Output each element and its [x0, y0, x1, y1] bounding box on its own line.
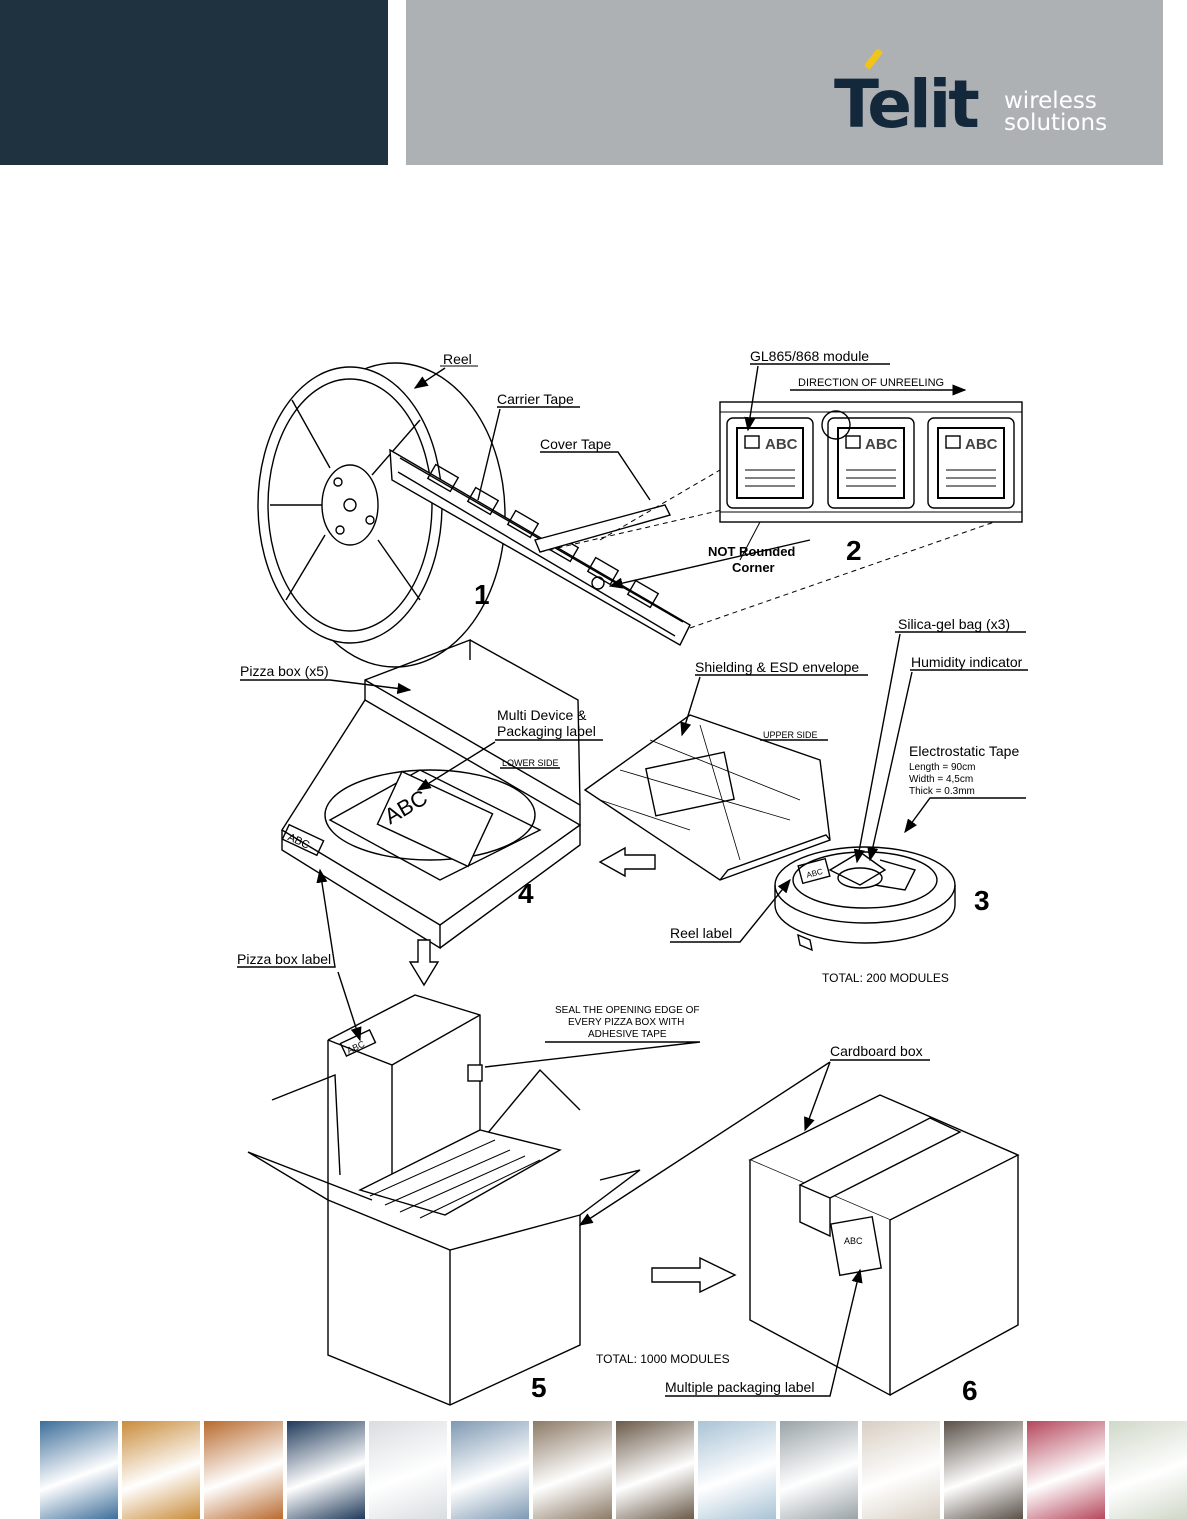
packaging-diagram: Reel Carrier Tape Cover Tape GL865/868 m… [237, 348, 1028, 1406]
arrow-down [408, 939, 440, 987]
reel-drawing [257, 362, 506, 668]
label-multi-label-2: Packaging label [497, 723, 596, 739]
label-multi-pack: Multiple packaging label [665, 1379, 814, 1395]
cyclist-photo [451, 1421, 530, 1519]
label-cover-tape: Cover Tape [540, 436, 612, 452]
shopping-street-photo [944, 1421, 1023, 1519]
label-lower-side: LOWER SIDE [502, 758, 559, 768]
step-number-3: 3 [974, 885, 990, 916]
abc-mark-tape-3: ABC [965, 436, 998, 453]
not-rounded-pointer [739, 521, 761, 561]
step-number-5: 5 [531, 1372, 547, 1403]
freight-train-photo [204, 1421, 283, 1519]
closed-cardboard-box-drawing [748, 1094, 1020, 1397]
wind-turbines-photo [697, 1421, 776, 1519]
security-sensor-photo [862, 1421, 941, 1519]
label-reel-label: Reel label [670, 925, 732, 941]
step-number-1: 1 [474, 579, 490, 610]
label-not-rounded-1: NOT Rounded [708, 544, 795, 559]
emergency-phone-photo [122, 1421, 201, 1519]
label-reel: Reel [443, 351, 472, 367]
abc-mark-tape-2: ABC [865, 436, 898, 453]
utility-meter-photo [779, 1421, 859, 1519]
label-carrier-tape: Carrier Tape [497, 391, 574, 407]
label-total-200: TOTAL: 200 MODULES [822, 971, 949, 985]
card-terminal-photo [533, 1421, 612, 1519]
label-seal-2: EVERY PIZZA BOX WITH [568, 1017, 684, 1028]
telit-logo: Telit wireless solutions [834, 48, 1134, 148]
label-thick: Thick = 0.3mm [909, 786, 975, 797]
label-estape: Electrostatic Tape [909, 743, 1019, 759]
label-total-1000: TOTAL: 1000 MODULES [596, 1352, 730, 1366]
pizza-box-drawing [281, 638, 582, 950]
cover-tape-drawing [534, 504, 672, 553]
arrow-to-sealed-box [651, 1256, 737, 1294]
label-pizza-box: Pizza box (x5) [240, 663, 329, 679]
label-width: Width = 4,5cm [909, 774, 973, 785]
label-shielding: Shielding & ESD envelope [695, 659, 859, 675]
logo-word: Telit [834, 66, 980, 143]
tape-detail-drawing [719, 401, 1023, 523]
label-humidity: Humidity indicator [911, 654, 1023, 670]
label-direction: DIRECTION OF UNREELING [798, 377, 944, 389]
abc-mark-box-top: ABC [345, 1039, 366, 1056]
abc-mark-reel: ABC [805, 867, 823, 880]
digital-clock-photo [286, 1421, 365, 1519]
label-multi-label-1: Multi Device & [497, 707, 587, 723]
label-cardboard: Cardboard box [830, 1043, 923, 1059]
header-dark-panel [0, 0, 388, 165]
production-line-photo [1026, 1421, 1105, 1519]
logo-tagline: wireless solutions [1004, 88, 1108, 136]
keyboard-photo [368, 1421, 448, 1519]
vending-machine-photo [615, 1421, 694, 1519]
label-length: Length = 90cm [909, 762, 975, 773]
label-pizza-box-label: Pizza box label [237, 951, 331, 967]
arrow-to-box [598, 846, 656, 878]
label-seal-1: SEAL THE OPENING EDGE OF [555, 1005, 699, 1016]
logo-tagline-line2: solutions [1004, 110, 1108, 136]
open-cardboard-box-drawing [247, 994, 641, 1406]
step-number-2: 2 [846, 535, 862, 566]
label-seal-3: ADHESIVE TAPE [588, 1029, 667, 1040]
abc-mark-tape-1: ABC [765, 436, 798, 453]
header-grey-panel [406, 0, 1163, 165]
road-traffic-photo [40, 1421, 119, 1519]
abc-mark-closed-box: ABC [844, 1236, 863, 1246]
label-not-rounded-2: Corner [732, 560, 775, 575]
label-silica: Silica-gel bag (x3) [898, 616, 1010, 632]
surveillance-camera-photo [1108, 1421, 1187, 1519]
logo-tagline-line1: wireless [1004, 88, 1097, 114]
step-number-4: 4 [518, 878, 534, 909]
label-module: GL865/868 module [750, 348, 869, 364]
small-reel-drawing [774, 846, 956, 952]
step-number-6: 6 [962, 1375, 978, 1406]
label-upper-side: UPPER SIDE [763, 730, 818, 740]
footer-photo-strip [40, 1421, 1187, 1519]
